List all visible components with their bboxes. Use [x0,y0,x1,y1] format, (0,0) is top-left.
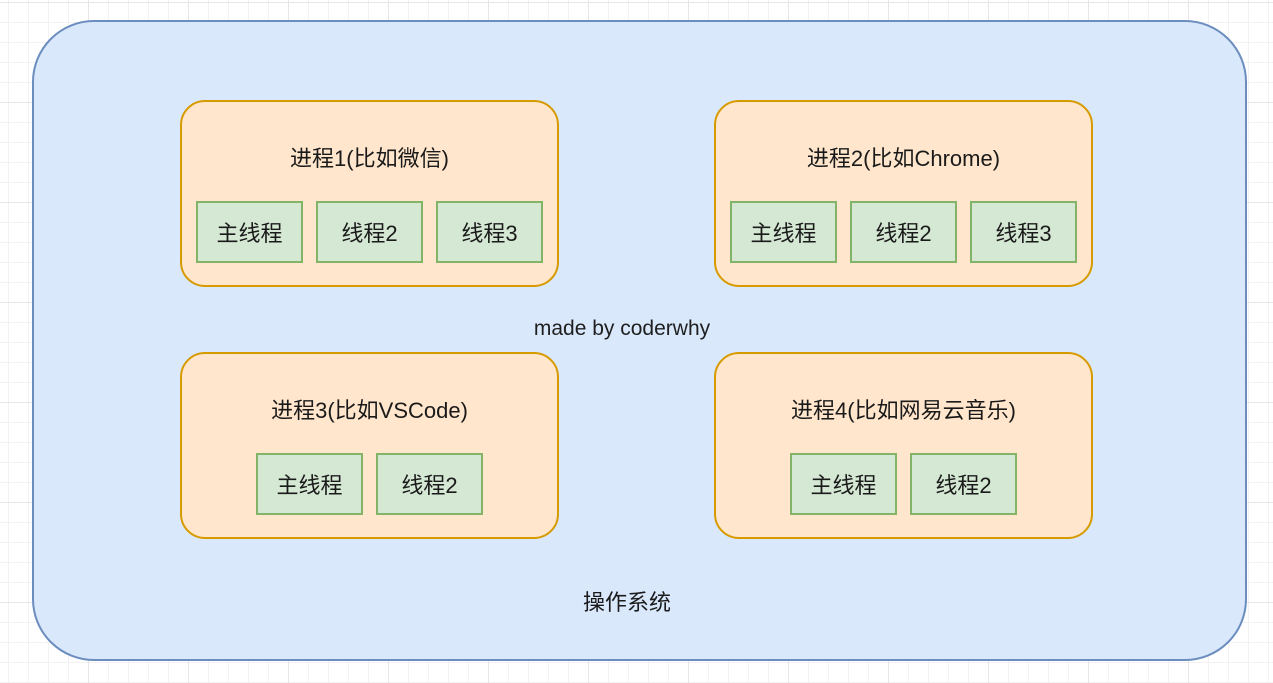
thread-row: 主线程 线程2 线程3 [196,201,543,263]
process-title: 进程3(比如VSCode) [271,398,468,423]
os-container-shape: 进程1(比如微信) 主线程 线程2 线程3 进程2(比如Chrome) 主线程 … [32,20,1247,661]
thread-row: 主线程 线程2 [256,453,483,515]
thread-box: 主线程 [730,201,837,263]
process-box-2: 进程2(比如Chrome) 主线程 线程2 线程3 [714,100,1093,287]
process-box-3: 进程3(比如VSCode) 主线程 线程2 [180,352,559,539]
process-title: 进程1(比如微信) [290,146,449,171]
process-title: 进程4(比如网易云音乐) [791,398,1016,423]
thread-row: 主线程 线程2 线程3 [730,201,1077,263]
process-box-4: 进程4(比如网易云音乐) 主线程 线程2 [714,352,1093,539]
thread-box: 主线程 [196,201,303,263]
watermark-text: made by coderwhy [533,317,711,340]
thread-box: 主线程 [790,453,897,515]
thread-box: 线程2 [376,453,483,515]
process-title: 进程2(比如Chrome) [806,146,1001,171]
thread-box: 线程2 [850,201,957,263]
thread-box: 线程3 [436,201,543,263]
thread-box: 线程2 [316,201,423,263]
thread-box: 主线程 [256,453,363,515]
thread-row: 主线程 线程2 [790,453,1017,515]
thread-box: 线程3 [970,201,1077,263]
os-label: 操作系统 [582,590,672,615]
process-box-1: 进程1(比如微信) 主线程 线程2 线程3 [180,100,559,287]
thread-box: 线程2 [910,453,1017,515]
